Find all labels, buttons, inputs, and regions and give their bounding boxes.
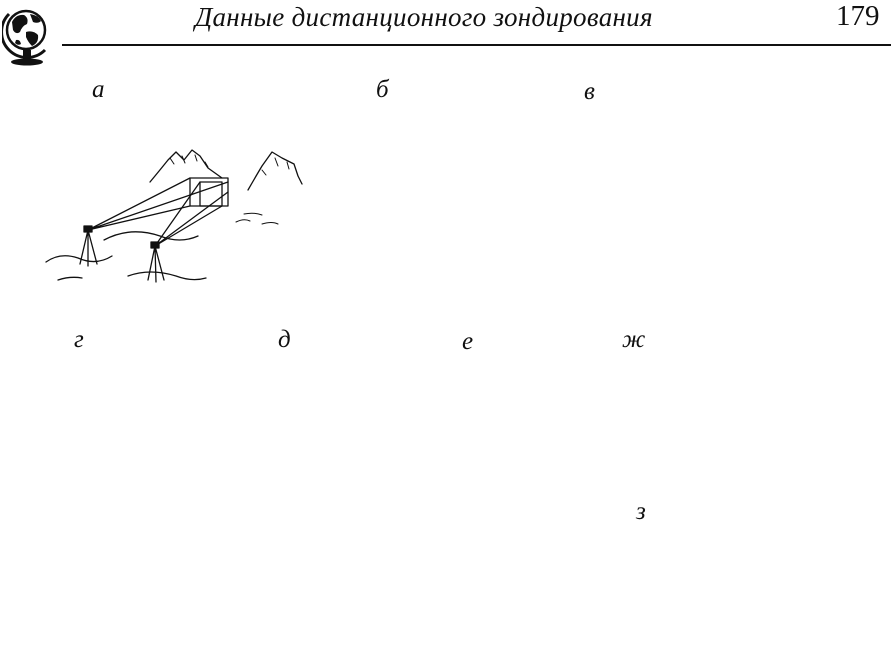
panel-label-e: е bbox=[462, 328, 474, 355]
running-title: Данные дистанционного зондирования bbox=[195, 2, 653, 32]
header-rule bbox=[62, 44, 891, 46]
page-header: Данные дистанционного зондирования 179 bbox=[0, 0, 891, 66]
panel-label-b: б bbox=[376, 76, 389, 103]
panel-label-v: в bbox=[584, 78, 595, 105]
panel-label-a: а bbox=[92, 76, 105, 103]
panel-label-g: г bbox=[74, 326, 84, 353]
panel-label-d: д bbox=[278, 326, 291, 353]
panel-label-zh: ж bbox=[622, 326, 646, 353]
globe-icon bbox=[2, 9, 47, 66]
panel-label-z: з bbox=[636, 498, 646, 525]
panel-a-ground-survey bbox=[45, 149, 303, 283]
page-number: 179 bbox=[836, 0, 880, 32]
